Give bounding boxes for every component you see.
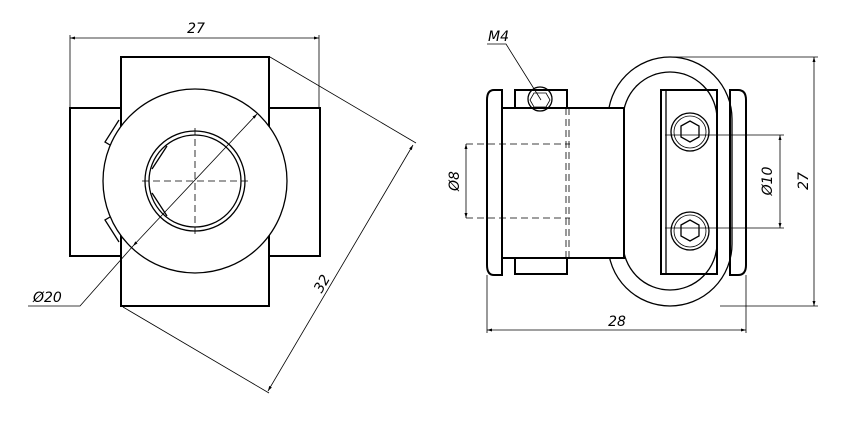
diagonal-dimension-label: 32 bbox=[311, 272, 334, 296]
set-screw-head bbox=[527, 86, 553, 112]
screw-thread-label: M4 bbox=[488, 29, 509, 45]
hub-body bbox=[501, 107, 625, 259]
ring-inner bbox=[622, 71, 718, 291]
ring-outer bbox=[607, 56, 733, 307]
flange-outer-circle bbox=[102, 88, 288, 274]
screw-leader bbox=[487, 43, 542, 101]
bore8-dimension-label: Ø8 bbox=[447, 171, 463, 192]
clamp-screw-head bbox=[670, 211, 710, 251]
set-screw-hex-icon bbox=[529, 92, 551, 108]
height-dimension-label: 27 bbox=[796, 172, 812, 190]
bore10-dimension-label: Ø10 bbox=[760, 166, 776, 196]
clamp-screw-bottom bbox=[670, 211, 710, 251]
clamp-screw-top bbox=[670, 112, 710, 152]
left-flange bbox=[486, 89, 503, 276]
width-dimension-label: 27 bbox=[187, 21, 205, 37]
flange-notch-bottom bbox=[104, 216, 120, 243]
length-dimension-label: 28 bbox=[608, 314, 626, 330]
clamp-screw-rim bbox=[673, 115, 707, 149]
side-view: Ø8 Ø10 27 28 M4 bbox=[447, 29, 818, 333]
flange-notch-top bbox=[104, 119, 120, 146]
clamp-screw-head bbox=[670, 112, 710, 152]
hex-socket-icon bbox=[680, 120, 700, 143]
diameter-dimension-line bbox=[132, 113, 258, 247]
front-view: 27 Ø20 32 bbox=[28, 21, 417, 394]
diameter-dimension-label: Ø20 bbox=[32, 290, 62, 306]
clamp-screw-rim bbox=[673, 214, 707, 248]
clamp-block bbox=[660, 89, 718, 275]
right-flange bbox=[729, 89, 747, 276]
diagonal-extension-top bbox=[269, 56, 417, 144]
diagonal-extension-bottom bbox=[122, 306, 270, 394]
diameter-leader bbox=[28, 245, 134, 307]
diagonal-dimension-line bbox=[267, 144, 414, 392]
collar-bottom bbox=[514, 257, 568, 275]
collar-top bbox=[514, 89, 568, 109]
hex-socket-icon bbox=[680, 219, 700, 242]
